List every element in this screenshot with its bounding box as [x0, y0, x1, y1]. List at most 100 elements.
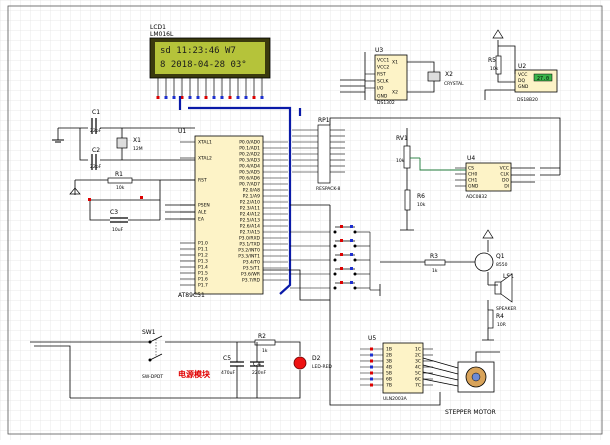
lcd-module: LCD1 LM016L sd 11:23:46 W7 8 2018-04-28 … [149, 24, 271, 99]
mcu-u1: U1 AT89C51 XTAL1XTAL2RSTPSENALEEAP1.0P1.… [178, 128, 288, 299]
x2-value: CRYSTAL [444, 81, 464, 87]
u1-pin-label: XTAL2 [198, 156, 212, 162]
u1-pin-label: EA [198, 217, 205, 223]
u1-pin-label: P0.3/AD3 [239, 158, 260, 164]
u1-pin-label: P3.1/TXD [239, 242, 260, 248]
q1-ref: Q1 [496, 253, 505, 260]
u1-pin-label: XTAL1 [198, 140, 212, 146]
lcd-pin-marker [260, 96, 264, 99]
u1-pin-label: P1.0 [198, 241, 208, 247]
rp1-model: RESPACK-8 [316, 186, 340, 192]
u5-pin-label: 4B [386, 365, 392, 371]
u5-pin-label: 1C [415, 347, 421, 353]
u2-pin-label: DQ [518, 78, 525, 84]
c1-value: 22pF [90, 128, 102, 134]
vcc-arrow-icon [492, 29, 504, 39]
u3-pin-label: SCLK [377, 79, 390, 85]
q1-model: 8550 [496, 262, 508, 268]
ls1-model: SPEAKER [496, 306, 516, 312]
u1-pin-label: P0.6/AD6 [239, 176, 260, 182]
u1-pin-label: P0.1/AD1 [239, 146, 260, 152]
lcd-pin-marker [220, 96, 224, 99]
u1-pin-label: P3.6/WR [241, 272, 260, 278]
u1-pin-label: P2.4/A12 [240, 212, 260, 218]
r5-value: 10k [490, 66, 499, 72]
u5-pin-label: 4C [415, 365, 421, 371]
u3-pin-label: I/O [377, 86, 384, 92]
u5-pin-label: 6C [415, 377, 421, 383]
vcc-arrow-icon [482, 229, 494, 239]
u4-pin-label: CS [468, 166, 474, 172]
u4-pin-label: VCC [500, 166, 509, 172]
u3-pin-label: VCC1 [377, 58, 389, 64]
speaker-icon [494, 281, 502, 295]
u3-body [374, 54, 408, 101]
u4-pin-label: DI [504, 184, 509, 190]
u1-pin-label: P2.5/A13 [240, 218, 260, 224]
lcd-pins [156, 78, 264, 99]
u1-model: AT89C51 [178, 292, 205, 299]
buzzer-circuit: R3 1k Q1 8550 LS1 SPEAKER R4 10R [380, 229, 516, 341]
sw1-ref: SW1 [142, 329, 156, 336]
u1-pin-label: PSEN [198, 203, 210, 209]
c3-value: 10uF [112, 227, 124, 233]
c5-ref: C5 [223, 355, 231, 362]
lcd-pin-marker [172, 96, 176, 99]
r1-value: 10k [116, 185, 125, 191]
c4-ref: C4 [253, 361, 261, 368]
u4-pin-label: CH1 [468, 178, 478, 184]
u1-pin-label: P1.6 [198, 277, 208, 283]
u1-pin-label: P1.3 [198, 259, 208, 265]
u1-pin-label: ALE [198, 210, 207, 216]
u5-pin-label: 1B [386, 347, 392, 353]
c2-ref: C2 [92, 147, 100, 154]
bus-wires [292, 129, 318, 173]
u5-pin-label: 2C [415, 353, 421, 359]
key-array [290, 225, 381, 296]
rv1-value: 10k [396, 158, 405, 164]
u1-pin-label: P3.0/RXD [239, 236, 261, 242]
u1-pin-label: P2.6/A14 [240, 224, 260, 230]
lcd-pin-marker [196, 96, 200, 99]
r6-ref: R6 [417, 193, 425, 200]
u1-pin-label: P1.1 [198, 247, 208, 253]
u5-pin-label: 7C [415, 383, 421, 389]
u1-pin-label: P3.4/T0 [243, 260, 260, 266]
d2-ref: D2 [312, 355, 321, 362]
u5-pin-label: 6B [386, 377, 392, 383]
lcd-pin-marker [252, 96, 256, 99]
reset-circuit: R1 10k C3 10uF [69, 171, 195, 233]
u5-pin-label: 2B [386, 353, 392, 359]
u3-pin-label: GND [377, 94, 388, 100]
r2-ref: R2 [258, 333, 266, 340]
u5-body [382, 342, 424, 394]
sheet-border [7, 5, 603, 435]
rp1-wires [330, 129, 345, 173]
u5-pin-label: 5C [415, 371, 421, 377]
lcd-model: LM016L [150, 31, 174, 38]
x2-ref: X2 [445, 71, 453, 78]
motor-label: STEPPER MOTOR [445, 409, 496, 416]
c5-value: 470uF [221, 370, 235, 376]
u3-pin-label: X2 [392, 90, 398, 96]
u5-pin-label: 3B [386, 359, 392, 365]
u5-ref: U5 [368, 335, 376, 342]
u1-pin-label: P2.1/A9 [243, 194, 260, 200]
rp1-ref: RP1 [318, 117, 330, 124]
c1-ref: C1 [92, 109, 100, 116]
r4-value: 10R [497, 322, 506, 328]
r1-ref: R1 [115, 171, 123, 178]
u2-pin-label: VCC [518, 72, 527, 78]
d2-model: LED-RED [312, 364, 332, 370]
u1-pin-label: P0.7/AD7 [239, 182, 260, 188]
u4-model: ADC0832 [466, 194, 487, 200]
resistor-pack-rp1: RP1 RESPACK-8 [316, 117, 561, 192]
lcd-pin-marker [244, 96, 248, 99]
r4-ref: R4 [496, 313, 504, 320]
u1-pin-label: P1.2 [198, 253, 208, 259]
u4-body [465, 162, 512, 192]
u5-pin-label: 7B [386, 383, 392, 389]
led-icon [293, 356, 307, 370]
